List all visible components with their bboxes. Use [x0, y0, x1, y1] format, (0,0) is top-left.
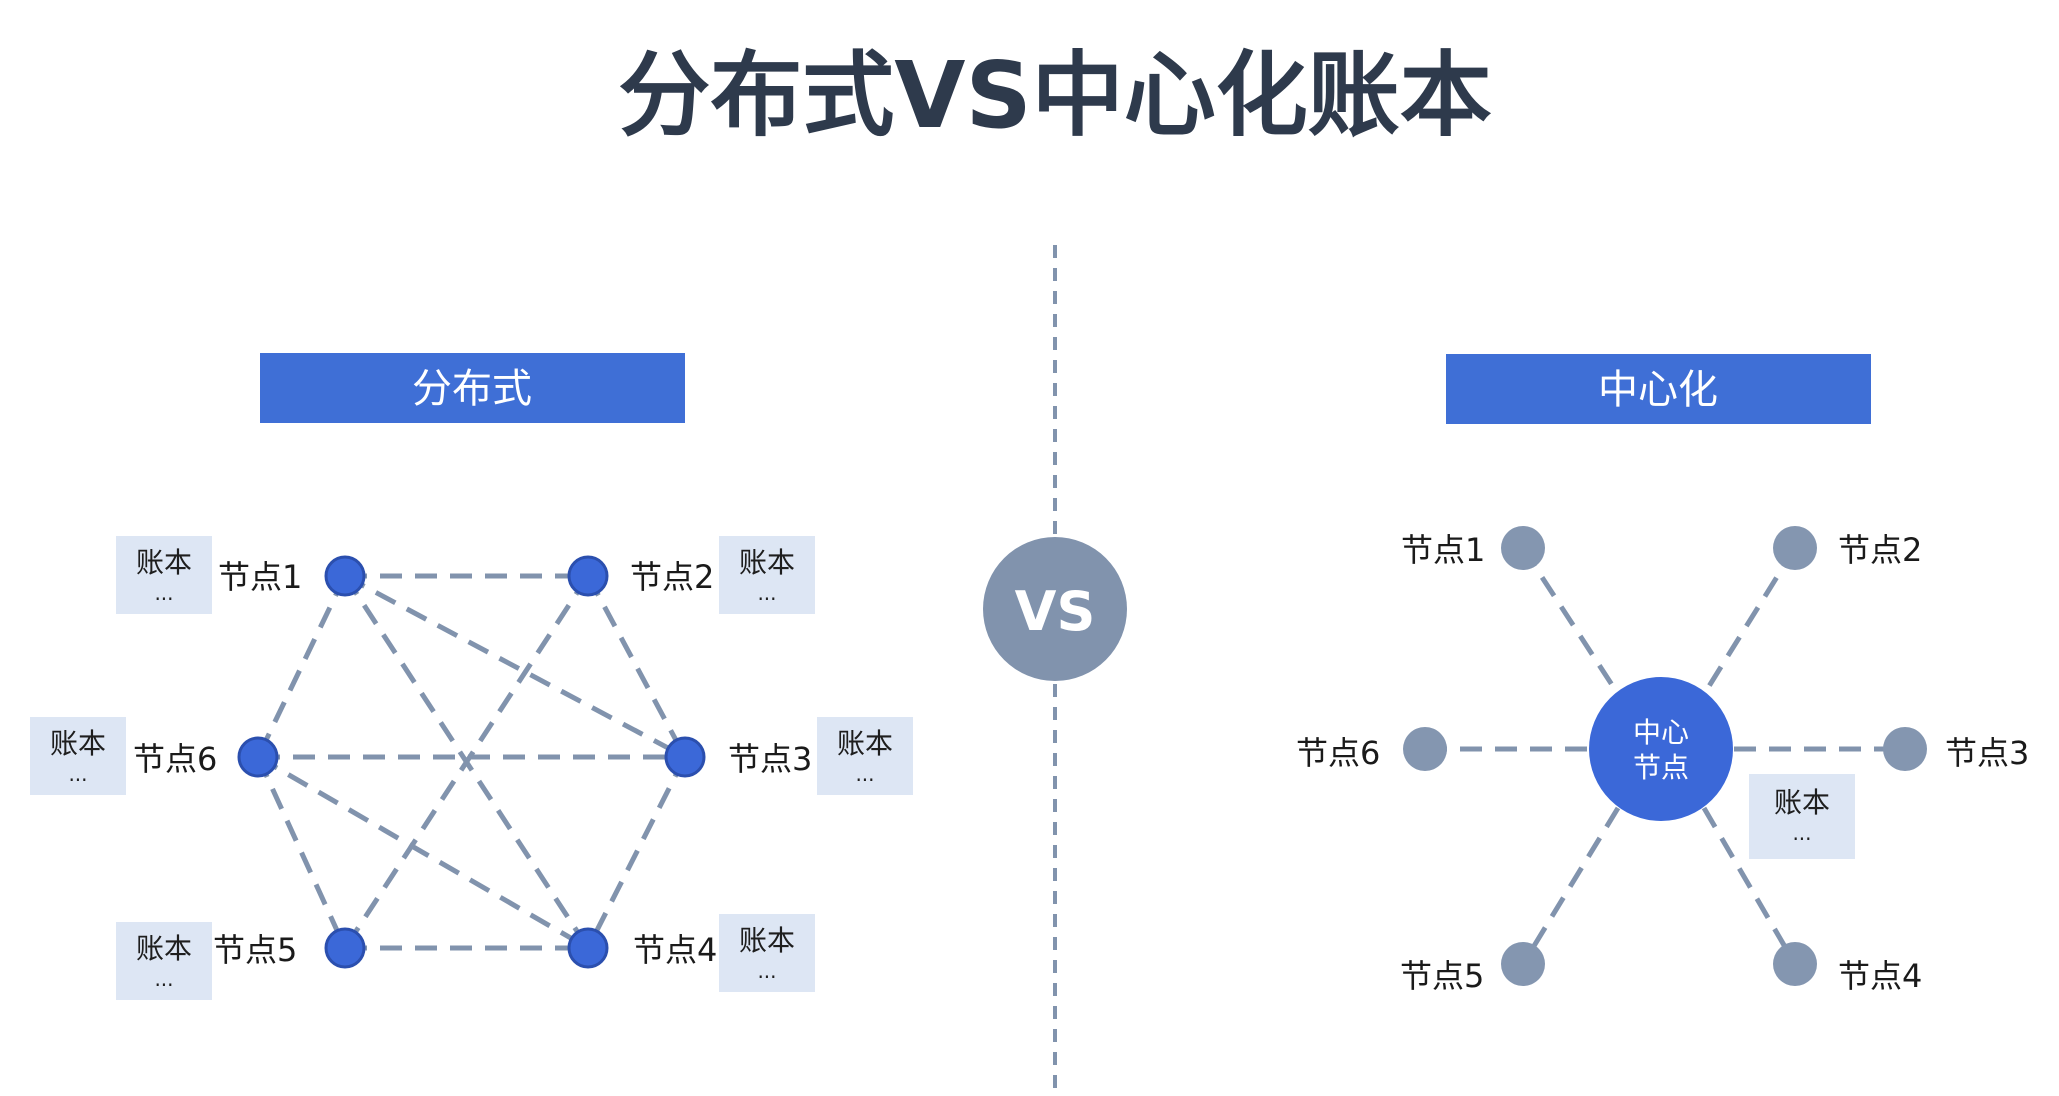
- vs-text: VS: [1015, 580, 1096, 643]
- ledger-ellipsis: ...: [757, 959, 776, 983]
- distributed-node-5-label: 节点5: [213, 931, 297, 969]
- page-title: 分布式VS中心化账本: [618, 42, 1491, 149]
- centralized-node-4-label: 节点4: [1838, 957, 1922, 995]
- centralized-node-3: [1883, 727, 1927, 771]
- centralized-section: 中心化 中心 节点 账本 ... 节点1: [1296, 354, 2029, 995]
- centralized-edges: [1425, 546, 1905, 966]
- vs-badge: VS: [983, 537, 1127, 681]
- ledger-ellipsis: ...: [1792, 821, 1811, 845]
- edge-1-3: [343, 573, 687, 760]
- distributed-node-2: [567, 555, 609, 597]
- spoke-1: [1520, 546, 1619, 693]
- distributed-node-4-label: 节点4: [633, 931, 717, 969]
- distributed-header: 分布式: [260, 353, 685, 423]
- ledger-title: 账本: [136, 932, 192, 965]
- edge-2-5: [342, 574, 591, 950]
- ledger-title: 账本: [837, 727, 893, 760]
- distributed-node-3: [664, 736, 706, 778]
- spoke-5: [1520, 806, 1621, 966]
- central-node-line1: 中心: [1633, 716, 1689, 749]
- edge-6-4: [256, 754, 590, 951]
- distributed-node-1: [324, 555, 366, 597]
- distributed-node-3-label: 节点3: [728, 740, 812, 778]
- edge-6-5: [255, 755, 348, 950]
- ledger-title: 账本: [50, 727, 106, 760]
- ledger-ellipsis: ...: [154, 581, 173, 605]
- ledger-ellipsis: ...: [68, 762, 87, 786]
- distributed-ledger-2: 账本 ...: [719, 536, 815, 614]
- edge-1-6: [255, 574, 348, 759]
- centralized-node-3-label: 节点3: [1945, 734, 2029, 772]
- spoke-2: [1703, 546, 1798, 693]
- centralized-node-5-label: 节点5: [1400, 957, 1484, 995]
- centralized-node-2-label: 节点2: [1838, 531, 1922, 569]
- centralized-ledger: 账本 ...: [1749, 774, 1855, 859]
- edge-3-4: [585, 755, 688, 950]
- distributed-node-6-label: 节点6: [133, 740, 217, 778]
- distributed-node-5: [324, 927, 366, 969]
- spoke-4: [1701, 806, 1798, 966]
- distributed-node-6: [237, 736, 279, 778]
- distributed-ledger-1: 账本 ...: [116, 536, 212, 614]
- central-node: 中心 节点: [1589, 677, 1733, 821]
- distributed-header-text: 分布式: [412, 366, 532, 412]
- distributed-ledger-5: 账本 ...: [116, 922, 212, 1000]
- ledger-title: 账本: [739, 546, 795, 579]
- centralized-header: 中心化: [1446, 354, 1871, 424]
- distributed-edges: [255, 573, 688, 951]
- distributed-node-2-label: 节点2: [630, 558, 714, 596]
- centralized-node-1: [1501, 526, 1545, 570]
- ledger-title: 账本: [1774, 786, 1830, 819]
- centralized-node-5: [1501, 942, 1545, 986]
- ledger-ellipsis: ...: [855, 762, 874, 786]
- ledger-ellipsis: ...: [154, 967, 173, 991]
- centralized-node-1-label: 节点1: [1401, 531, 1485, 569]
- distributed-section: 分布式 节点1 节点2 节点3 节点4 节点5 节点6: [30, 353, 913, 1000]
- centralized-node-2: [1773, 526, 1817, 570]
- ledger-title: 账本: [739, 924, 795, 957]
- distributed-ledger-3: 账本 ...: [817, 717, 913, 795]
- centralized-node-6: [1403, 727, 1447, 771]
- ledger-title: 账本: [136, 546, 192, 579]
- distributed-node-4: [567, 927, 609, 969]
- distributed-ledger-6: 账本 ...: [30, 717, 126, 795]
- central-node-line2: 节点: [1633, 751, 1689, 784]
- distributed-ledger-4: 账本 ...: [719, 914, 815, 992]
- ledger-ellipsis: ...: [757, 581, 776, 605]
- centralized-node-6-label: 节点6: [1296, 734, 1380, 772]
- centralized-header-text: 中心化: [1598, 367, 1718, 413]
- centralized-node-4: [1773, 942, 1817, 986]
- distributed-node-1-label: 节点1: [218, 558, 302, 596]
